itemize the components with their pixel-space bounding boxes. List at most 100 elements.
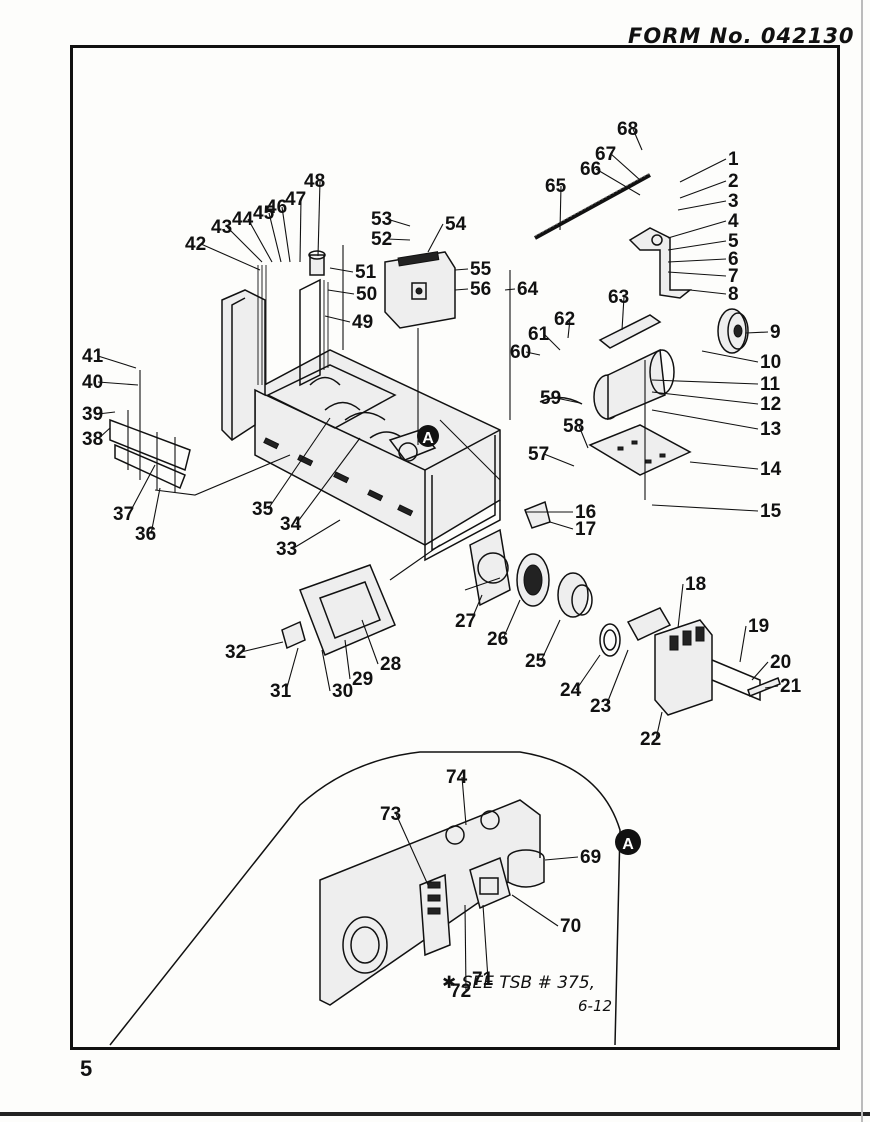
callout-leader-29: [344, 639, 351, 680]
callout-leader-6: [667, 258, 727, 263]
cover-plate: [384, 251, 456, 329]
callout-30: 30: [332, 681, 353, 702]
callout-leader-66: [595, 168, 641, 196]
callout-42: 42: [185, 234, 206, 255]
callout-26: 26: [487, 629, 508, 650]
callout-67: 67: [595, 144, 616, 165]
callout-leader-15: [651, 504, 759, 512]
callout-57: 57: [528, 444, 549, 465]
callout-leader-41: [97, 355, 137, 369]
callout-32: 32: [225, 642, 246, 663]
callout-38: 38: [82, 429, 103, 450]
callout-36: 36: [135, 524, 156, 545]
callout-60: 60: [510, 342, 531, 363]
callout-28: 28: [380, 654, 401, 675]
callout-leader-53: [386, 218, 411, 227]
callout-6: 6: [728, 249, 739, 270]
callout-leader-14: [689, 461, 759, 470]
callout-leader-21: [764, 685, 779, 689]
callout-72: 72: [450, 981, 471, 1002]
callout-23: 23: [590, 696, 611, 717]
callout-59: 59: [540, 388, 561, 409]
diagram-frame: [70, 45, 840, 1050]
callout-leader-55: [454, 268, 469, 271]
callout-leader-52: [386, 238, 411, 241]
callout-leader-70: [511, 894, 559, 927]
callout-49: 49: [352, 312, 373, 333]
callout-48: 48: [304, 171, 325, 192]
callout-10: 10: [760, 352, 781, 373]
callout-21: 21: [780, 676, 802, 697]
callout-45: 45: [253, 203, 275, 224]
callout-7: 7: [728, 266, 739, 287]
callout-leader-13: [651, 409, 759, 430]
detail-marker-detail: A: [622, 836, 634, 853]
callout-leader-1: [679, 158, 727, 183]
right-edge-rule: [861, 0, 863, 1122]
callout-16: 16: [575, 502, 596, 523]
callout-52: 52: [371, 229, 392, 250]
callout-leader-32: [240, 641, 284, 653]
callout-29: 29: [352, 669, 373, 690]
callout-69: 69: [580, 847, 601, 868]
motor-assembly: [593, 308, 749, 421]
callout-9: 9: [770, 322, 781, 343]
callout-2: 2: [728, 171, 739, 192]
callout-leader-59: [555, 397, 581, 404]
callout-leader-63: [621, 296, 625, 331]
callout-18: 18: [685, 574, 706, 595]
callout-1: 1: [728, 149, 739, 170]
callout-leader-62: [567, 318, 571, 339]
callout-leader-27: [470, 594, 483, 622]
callout-54: 54: [445, 214, 467, 235]
callout-15: 15: [760, 501, 782, 522]
callout-73: 73: [380, 804, 401, 825]
callout-leader-60: [525, 351, 541, 356]
callout-leader-54: [427, 223, 444, 253]
callout-74: 74: [446, 767, 468, 788]
callout-leader-67: [610, 153, 641, 181]
callout-19: 19: [748, 616, 769, 637]
callout-24: 24: [560, 680, 582, 701]
callout-leader-44: [247, 218, 273, 263]
callout-leader-11: [651, 379, 759, 385]
callout-leader-23: [605, 649, 629, 707]
callout-leader-12: [651, 391, 759, 405]
callout-leader-19: [739, 625, 747, 663]
callout-58: 58: [563, 416, 584, 437]
callout-leader-20: [751, 661, 769, 681]
callout-63: 63: [608, 287, 629, 308]
callout-44: 44: [232, 209, 254, 230]
callout-25: 25: [525, 651, 547, 672]
callout-3: 3: [728, 191, 739, 212]
detail-a-assembly: [319, 799, 545, 1006]
callout-55: 55: [470, 259, 492, 280]
callout-leader-48: [317, 180, 321, 257]
callout-68: 68: [617, 119, 638, 140]
callout-leader-2: [679, 180, 727, 199]
callout-leader-72: [464, 904, 467, 992]
callout-leader-50: [327, 289, 355, 295]
callout-17: 17: [575, 519, 596, 540]
callout-leader-30: [321, 649, 331, 692]
callout-leader-9: [745, 331, 769, 334]
callout-leader-26: [502, 599, 521, 640]
callout-12: 12: [760, 394, 781, 415]
callout-leader-56: [454, 288, 469, 291]
callout-leader-31: [285, 647, 299, 692]
callout-leader-39: [97, 411, 116, 415]
callout-leader-8: [689, 289, 727, 295]
callout-4: 4: [728, 211, 739, 232]
callout-leader-47: [299, 198, 302, 263]
callout-leader-38: [97, 427, 111, 440]
callout-40: 40: [82, 372, 103, 393]
callout-leader-25: [540, 619, 561, 662]
callout-20: 20: [770, 652, 791, 673]
callout-leader-71: [482, 904, 489, 980]
callout-33: 33: [276, 539, 297, 560]
callout-leader-24: [575, 654, 601, 691]
callout-leader-18: [677, 583, 684, 629]
bottom-rule: [0, 1112, 870, 1116]
callout-64: 64: [517, 279, 539, 300]
tsb-note: ✱ SEE TSB # 375,: [442, 973, 596, 993]
